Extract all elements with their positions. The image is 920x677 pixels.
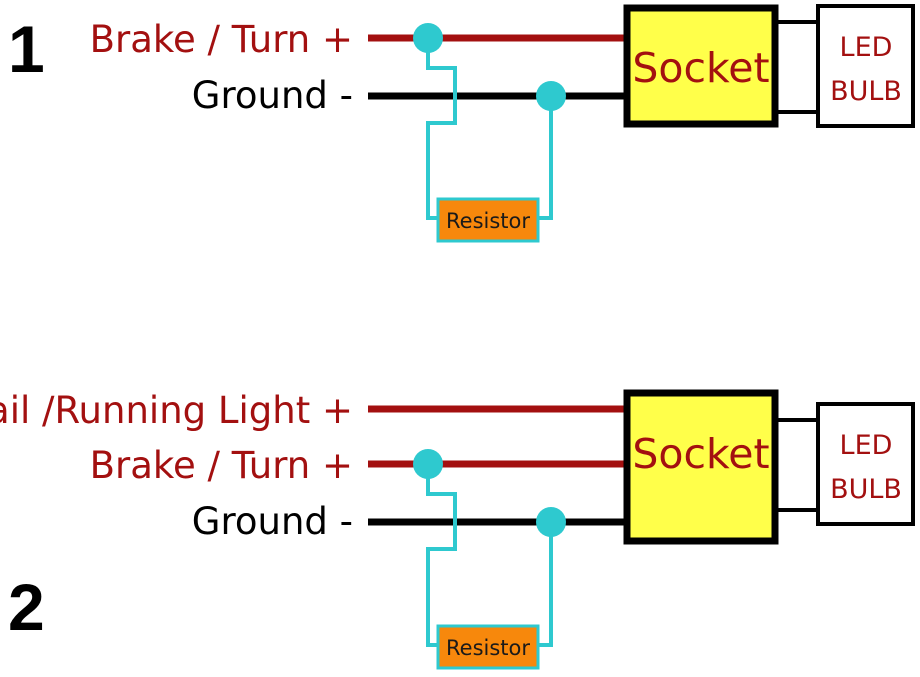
ground-label: Ground - (192, 500, 353, 543)
led-bulb (816, 402, 915, 526)
led-bulb-label-line1: LED (840, 430, 893, 461)
diagram-1: 1 Brake / Turn + Ground - Resistor Socke… (8, 4, 915, 243)
led-bulb-label-line1: LED (840, 32, 893, 63)
resistor-lead-positive (426, 38, 457, 220)
diagram-2-number: 2 (8, 570, 45, 644)
brake-turn-label: Brake / Turn + (90, 18, 353, 61)
tail-running-light-label: Tail /Running Light + (0, 389, 353, 432)
led-bulb (816, 4, 915, 128)
diagram-1-number: 1 (8, 12, 45, 86)
led-bulb-label-line2: BULB (830, 76, 902, 107)
socket-label: Socket (632, 44, 769, 92)
resistor-lead-ground (538, 522, 553, 647)
diagram-2: 2 Tail /Running Light + Brake / Turn + G… (0, 389, 915, 670)
splice-connector-positive (413, 449, 443, 479)
socket-label: Socket (632, 430, 769, 478)
splice-connector-positive (413, 23, 443, 53)
socket (623, 4, 779, 128)
resistor-label: Resistor (446, 636, 530, 660)
resistor-lead-ground (538, 96, 553, 220)
splice-connector-ground (536, 81, 566, 111)
resistor (436, 624, 540, 670)
ground-label: Ground - (192, 74, 353, 117)
resistor-label: Resistor (446, 209, 530, 233)
led-bulb-label-line2: BULB (830, 474, 902, 505)
splice-connector-ground (536, 507, 566, 537)
socket (623, 389, 779, 545)
resistor-lead-positive (426, 464, 457, 647)
resistor (436, 197, 540, 243)
brake-turn-label: Brake / Turn + (90, 444, 353, 487)
